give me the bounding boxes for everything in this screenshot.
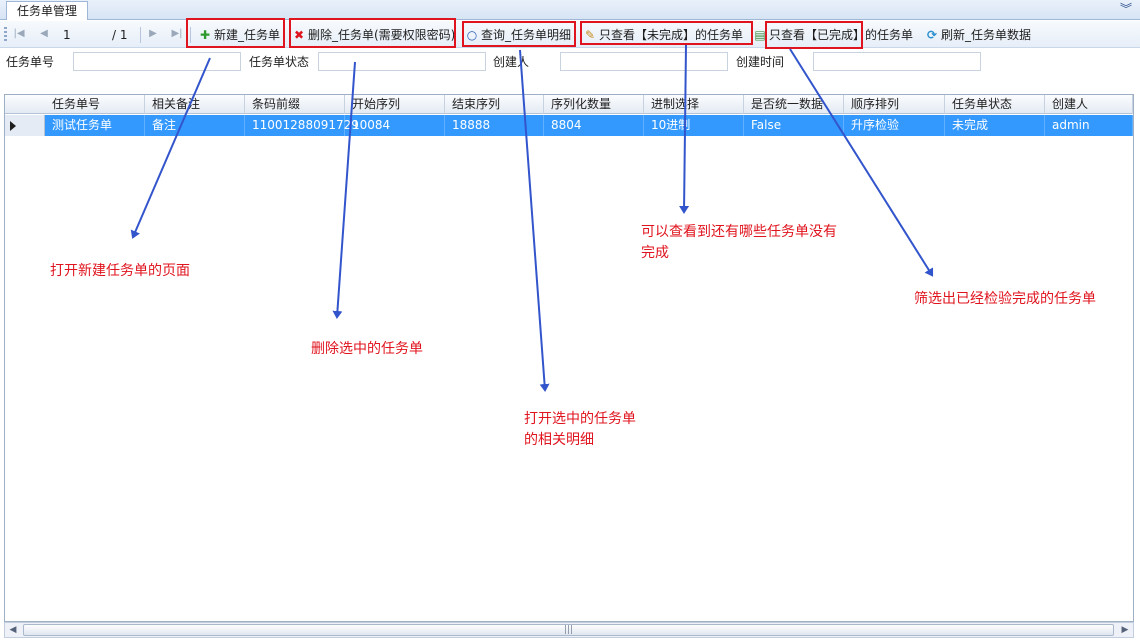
first-page-icon[interactable]: |◀ [13,28,25,39]
column-header[interactable]: 开始序列 [345,95,445,114]
column-header[interactable]: 结束序列 [445,95,544,114]
table-cell[interactable]: 18888 [445,115,544,136]
table-cell[interactable]: 11001288091729 [245,115,359,136]
horizontal-scrollbar[interactable]: ◀ ||| ▶ [4,622,1134,638]
toolbar-grip-icon[interactable] [4,27,7,43]
view-unfinished-button[interactable]: ✎只查看【未完成】的任务单 [583,25,743,45]
delete-task-button[interactable]: ✖删除_任务单(需要权限密码) [292,25,455,45]
table-cell[interactable]: False [744,115,844,136]
column-header[interactable]: 序列化数量 [544,95,644,114]
search-icon: ○ [466,28,478,42]
table-cell[interactable]: 测试任务单 [45,115,145,136]
annotation-unfinished-line2: 完成 [641,245,669,261]
annotation-query-line2: 的相关明细 [524,432,594,448]
created-time-label: 创建时间 [736,55,785,69]
annotation-unfinished-line1: 可以查看到还有哪些任务单没有 [641,224,837,240]
pencil-icon: ✎ [584,28,596,42]
column-header[interactable]: 任务单状态 [945,95,1045,114]
table-cell[interactable]: 10进制 [644,115,744,136]
grid-header: 任务单号相关备注条码前缀开始序列结束序列序列化数量进制选择是否统一数据顺序排列任… [5,95,1133,114]
toolbar-separator [190,27,191,43]
annotation-finished: 筛选出已经检验完成的任务单 [914,291,1096,307]
query-detail-button[interactable]: ○查询_任务单明细 [465,25,571,45]
refresh-icon: ⟳ [926,28,938,42]
column-header[interactable]: 顺序排列 [844,95,945,114]
page-total: / 1 [112,28,128,42]
view-finished-button[interactable]: ▤只查看【已完成】的任务单 [753,25,913,45]
arrow-unfinished [679,44,690,214]
column-header[interactable]: 任务单号 [45,95,145,114]
task-grid: 任务单号相关备注条码前缀开始序列结束序列序列化数量进制选择是否统一数据顺序排列任… [4,94,1134,622]
created-time-input[interactable] [813,52,981,71]
query-detail-label: 查询_任务单明细 [481,28,572,42]
toolbar: |◀ ◀ 1 / 1 ▶ ▶| ✚新建_任务单 ✖删除_任务单(需要权限密码) … [0,21,1140,48]
refresh-label: 刷新_任务单数据 [941,28,1032,42]
highlight-finished-button [765,21,863,49]
tab-strip: 任务单管理 ︾ [0,0,1140,20]
arrow-query [519,49,550,392]
annotation-new: 打开新建任务单的页面 [50,263,190,279]
column-header[interactable]: 创建人 [1045,95,1133,114]
highlight-query-button [462,21,576,47]
toolbar-separator [140,27,141,43]
new-task-button[interactable]: ✚新建_任务单 [198,25,280,45]
prev-page-icon[interactable]: ◀ [40,28,48,39]
refresh-button[interactable]: ⟳刷新_任务单数据 [925,25,1031,45]
grip-icon: ||| [563,625,574,635]
plus-icon: ✚ [199,28,211,42]
delete-task-label: 删除_任务单(需要权限密码) [308,28,456,42]
scroll-thumb[interactable]: ||| [23,624,1114,636]
table-cell[interactable]: admin [1045,115,1133,136]
arrow-delete [332,61,356,319]
arrow-finished [789,48,934,277]
table-cell[interactable]: 备注 [145,115,245,136]
task-no-label: 任务单号 [6,55,55,69]
annotation-delete: 删除选中的任务单 [311,341,423,357]
next-page-icon[interactable]: ▶ [149,28,157,39]
row-pointer-icon [10,121,16,131]
annotation-query-line1: 打开选中的任务单 [524,411,636,427]
task-no-input[interactable] [73,52,241,71]
highlight-unfinished-button [580,21,753,45]
row-indicator[interactable] [5,115,45,136]
page-number-input[interactable]: 1 [63,28,71,42]
highlight-new-button [186,18,285,48]
highlight-delete-button [289,18,456,48]
new-task-label: 新建_任务单 [214,28,281,42]
table-cell[interactable]: 8804 [544,115,644,136]
collapse-icon[interactable]: ︾ [1119,2,1132,16]
delete-x-icon: ✖ [293,28,305,42]
table-cell[interactable]: 10084 [345,115,445,136]
document-icon: ▤ [754,28,766,42]
task-status-input[interactable] [318,52,486,71]
column-header[interactable]: 是否统一数据 [744,95,844,114]
arrow-new [130,57,211,239]
table-cell[interactable]: 升序检验 [844,115,945,136]
table-cell[interactable]: 未完成 [945,115,1045,136]
tab-task-management[interactable]: 任务单管理 [6,1,89,20]
task-status-label: 任务单状态 [249,55,310,69]
column-header[interactable]: 条码前缀 [245,95,345,114]
last-page-icon[interactable]: ▶| [171,28,183,39]
scroll-right-icon[interactable]: ▶ [1121,625,1129,635]
column-header[interactable]: 进制选择 [644,95,744,114]
scroll-left-icon[interactable]: ◀ [9,625,17,635]
view-finished-label: 只查看【已完成】的任务单 [769,28,914,42]
view-unfinished-label: 只查看【未完成】的任务单 [599,28,744,42]
